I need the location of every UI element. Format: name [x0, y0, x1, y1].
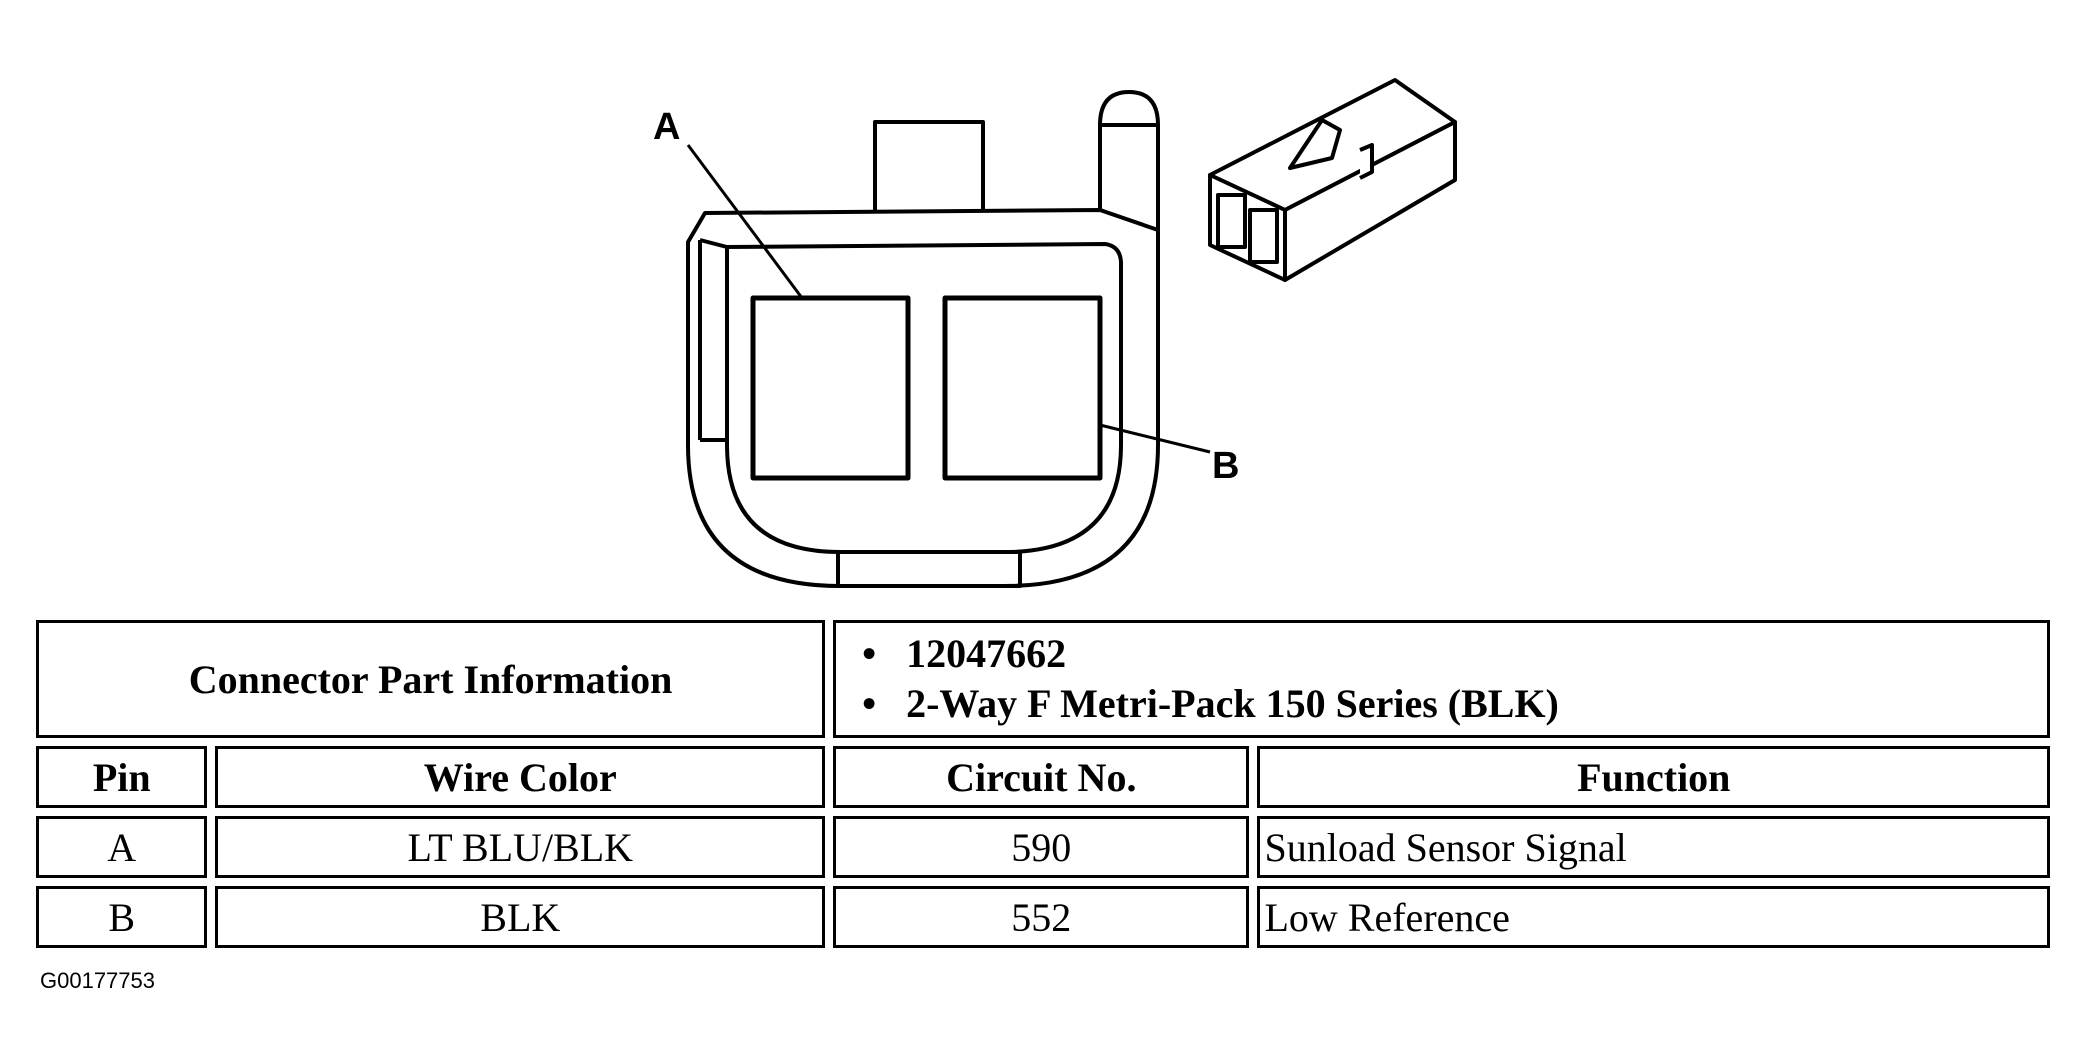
callout-label-b: B	[1212, 445, 1240, 487]
part-info-label: Connector Part Information	[36, 620, 826, 738]
part-info-row: Connector Part Information 12047662 2-Wa…	[36, 620, 2050, 738]
table-row: A LT BLU/BLK 590 Sunload Sensor Signal	[36, 816, 2050, 878]
callout-label-a: A	[653, 106, 681, 148]
part-number: 12047662	[862, 629, 2039, 679]
connector-diagram	[686, 78, 1457, 588]
header-wire-color: Wire Color	[215, 746, 826, 808]
part-description: 2-Way F Metri-Pack 150 Series (BLK)	[862, 679, 2039, 729]
leader-line-b	[1099, 423, 1211, 454]
header-circuit-no: Circuit No.	[833, 746, 1250, 808]
connector-body-inner	[725, 242, 1123, 554]
leader-line-a	[686, 144, 804, 299]
circuit-cell: 590	[833, 816, 1250, 878]
connector-latch	[873, 120, 985, 210]
function-cell: Low Reference	[1257, 886, 2050, 948]
table-row: B BLK 552 Low Reference	[36, 886, 2050, 948]
header-row: Pin Wire Color Circuit No. Function	[36, 746, 2050, 808]
connector-iso-view	[1208, 78, 1457, 282]
wire-color-cell: BLK	[215, 886, 826, 948]
function-cell: Sunload Sensor Signal	[1257, 816, 2050, 878]
connector-bottom-tab	[836, 550, 1022, 588]
wire-color-cell: LT BLU/BLK	[215, 816, 826, 878]
circuit-cell: 552	[833, 886, 1250, 948]
terminal-cavity-a	[750, 295, 911, 481]
header-function: Function	[1257, 746, 2050, 808]
connector-table: Connector Part Information 12047662 2-Wa…	[28, 612, 2058, 956]
header-pin: Pin	[36, 746, 208, 808]
pin-cell: A	[36, 816, 208, 878]
terminal-cavity-b	[942, 295, 1103, 481]
figure-id: G00177753	[40, 968, 155, 993]
pin-cell: B	[36, 886, 208, 948]
connector-lock-arm	[1098, 90, 1160, 230]
part-info-values: 12047662 2-Way F Metri-Pack 150 Series (…	[833, 620, 2050, 738]
